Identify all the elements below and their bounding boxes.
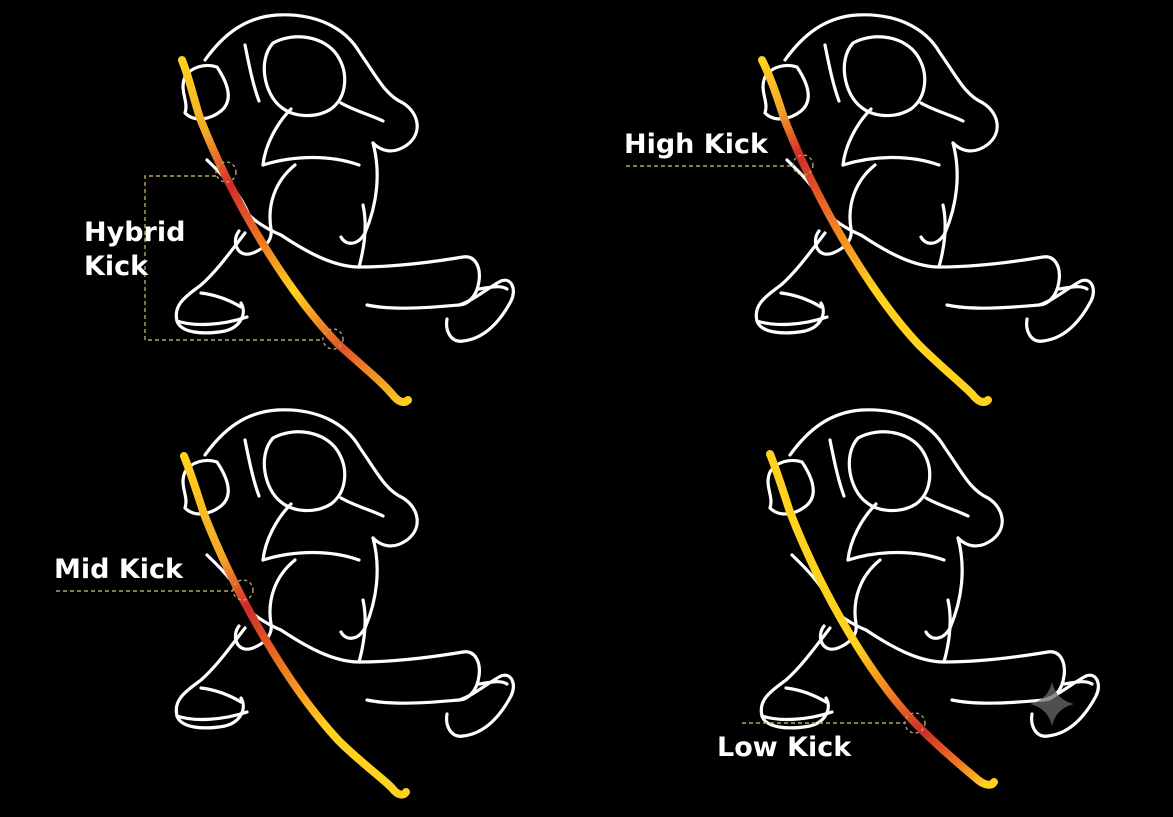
kick-point-marker-high xyxy=(792,154,814,176)
label-hybrid-kick: Hybrid Kick xyxy=(84,216,185,284)
panel-low-kick xyxy=(742,408,1100,789)
skater-outline-low xyxy=(759,408,1100,738)
label-high-kick: High Kick xyxy=(624,129,768,160)
label-low-kick: Low Kick xyxy=(717,732,852,763)
panel-hybrid-kick xyxy=(144,13,515,406)
hockey-stick-mid xyxy=(180,452,410,799)
kick-point-marker-lower xyxy=(322,328,344,350)
hockey-stick-hybrid xyxy=(178,56,412,406)
kick-point-marker-upper xyxy=(215,161,237,183)
panel-mid-kick xyxy=(56,408,515,799)
guide-line-hybrid xyxy=(144,175,323,341)
panel-high-kick xyxy=(626,13,1095,406)
label-hybrid-kick-line-2: Kick xyxy=(84,251,149,282)
kick-point-marker-mid xyxy=(232,579,254,601)
label-mid-kick: Mid Kick xyxy=(54,554,183,585)
sparkle-icon xyxy=(1030,682,1074,726)
hockey-stick-low xyxy=(766,450,998,789)
label-hybrid-kick-line-1: Hybrid xyxy=(84,217,186,248)
hockey-stick-high xyxy=(758,56,992,406)
